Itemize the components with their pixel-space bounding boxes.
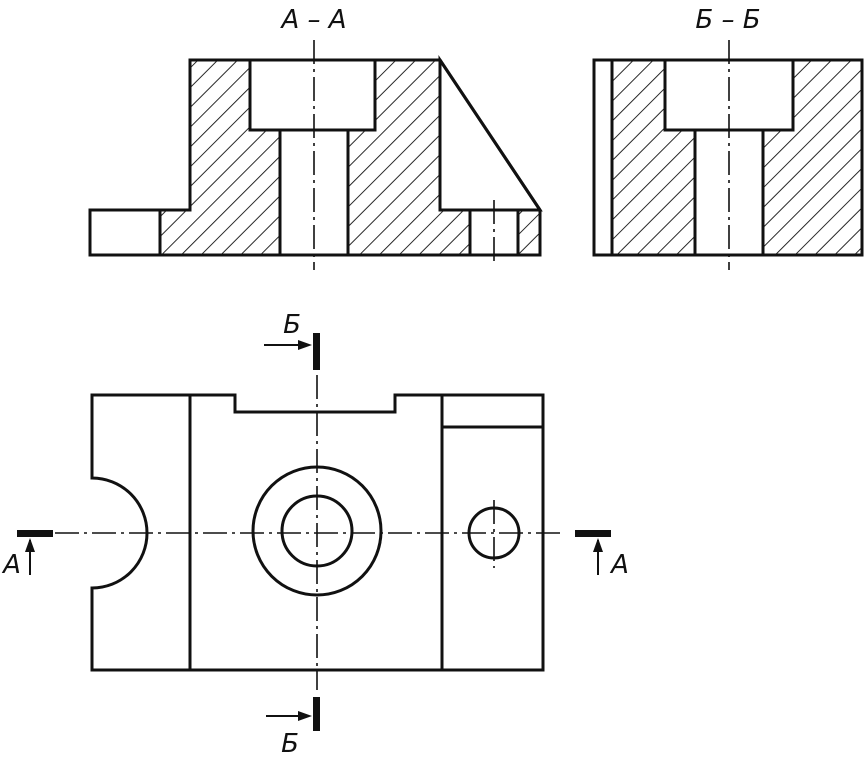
cut-label-b-bottom: Б (281, 729, 299, 757)
section-aa-view: А – А (88, 5, 543, 270)
section-bb-title: Б – Б (695, 5, 760, 35)
cut-mark-b-top: Б (264, 310, 320, 370)
plan-view-outline (90, 393, 545, 672)
cut-mark-a-left: А (1, 530, 53, 580)
section-bb-left-strip (592, 58, 614, 257)
section-aa-title: А – А (279, 5, 346, 35)
section-aa-left-foot (88, 208, 162, 257)
plan-view (55, 375, 565, 690)
section-aa-counterbore (248, 58, 377, 132)
section-bb-outline (592, 58, 864, 257)
cut-label-a-right: А (609, 550, 629, 580)
section-aa-outline (88, 58, 542, 257)
cut-mark-b-bottom: Б (266, 697, 320, 757)
cut-label-b-top: Б (283, 310, 301, 340)
cut-label-a-left: А (1, 550, 21, 580)
section-bb-view: Б – Б (592, 5, 864, 270)
cut-mark-a-right: А (575, 530, 629, 580)
